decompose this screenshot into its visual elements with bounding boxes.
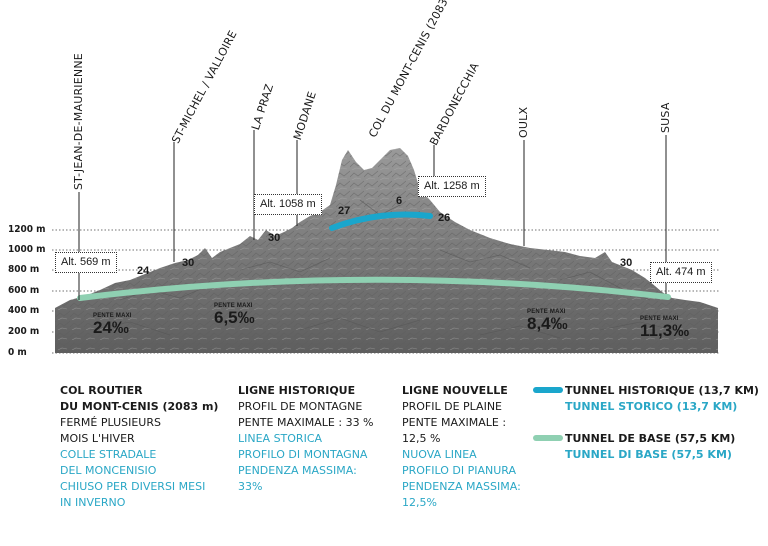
- max-gradient-modane: PENTE MAXI 6,5‰: [214, 303, 255, 326]
- pente-maxi-label: PENTE MAXI: [214, 303, 253, 309]
- col-routier-title: DU MONT-CENIS (2083 m): [60, 400, 219, 413]
- altitude-susa: Alt. 474 m: [650, 262, 712, 283]
- ligne-historique-title: LIGNE HISTORIQUE: [238, 384, 356, 397]
- pente-maxi-value: 8,4‰: [527, 314, 568, 333]
- base-tunnel-swatch: [533, 435, 563, 441]
- ligne-nouvelle-fr-text: PROFIL DE PLAINE: [402, 400, 503, 413]
- max-gradient-susa: PENTE MAXI 11,3‰: [640, 316, 689, 339]
- place-susa: SUSA: [659, 102, 672, 133]
- ligne-historique-it-text: LINEA STORICA: [238, 432, 323, 445]
- place-st-jean-de-maurienne: ST-JEAN-DE-MAURIENNE: [72, 53, 85, 190]
- col-routier-it-text: CHIUSO PER DIVERSI MESI: [60, 480, 206, 493]
- ligne-nouvelle-it-text: PROFILO DI PIANURA: [402, 464, 517, 477]
- mountain-profile-diagram: [52, 130, 720, 354]
- base-tunnel-line: [77, 276, 671, 301]
- ligne-historique-it-text: PROFILO DI MONTAGNA: [238, 448, 368, 461]
- gradient-label: 30: [620, 257, 633, 269]
- col-routier-it-text: COLLE STRADALE: [60, 448, 157, 461]
- y-tick-200: 200 m: [8, 326, 40, 337]
- ligne-nouvelle-it-text: 12,5%: [402, 496, 437, 509]
- ligne-historique-it-text: 33%: [238, 480, 263, 493]
- legend-historic-it: TUNNEL STORICO (13,7 KM): [565, 400, 738, 413]
- col-routier-column: COL ROUTIER DU MONT-CENIS (2083 m) FERMÉ…: [60, 383, 218, 511]
- gradient-label: 6: [396, 195, 403, 207]
- ligne-nouvelle-it-text: NUOVA LINEA: [402, 448, 477, 461]
- legend-base-it: TUNNEL DI BASE (57,5 KM): [565, 448, 732, 461]
- mountain-silhouette: [55, 148, 718, 353]
- ligne-nouvelle-fr-text: 12,5 %: [402, 432, 441, 445]
- ligne-nouvelle-column: LIGNE NOUVELLE PROFIL DE PLAINE PENTE MA…: [402, 383, 521, 511]
- max-gradient-st-jean: PENTE MAXI 24‰: [93, 313, 132, 336]
- y-tick-1200: 1200 m: [8, 224, 46, 235]
- pente-maxi-value: 6,5‰: [214, 308, 255, 327]
- pente-maxi-label: PENTE MAXI: [640, 316, 679, 322]
- col-routier-title: COL ROUTIER: [60, 384, 143, 397]
- y-tick-800: 800 m: [8, 264, 40, 275]
- y-tick-1000: 1000 m: [8, 244, 46, 255]
- ligne-historique-column: LIGNE HISTORIQUE PROFIL DE MONTAGNE PENT…: [238, 383, 374, 495]
- gradient-label: 30: [182, 257, 195, 269]
- pente-maxi-value: 11,3‰: [640, 321, 690, 340]
- gradient-label: 24: [137, 265, 150, 277]
- ligne-historique-it-text: PENDENZA MASSIMA:: [238, 464, 357, 477]
- max-gradient-oulx: PENTE MAXI 8,4‰: [527, 309, 568, 332]
- y-tick-600: 600 m: [8, 285, 40, 296]
- legend-base-fr: TUNNEL DE BASE (57,5 KM): [565, 432, 736, 445]
- altitude-st-jean: Alt. 569 m: [55, 252, 117, 273]
- ligne-nouvelle-title: LIGNE NOUVELLE: [402, 384, 508, 397]
- gradient-label: 26: [438, 212, 451, 224]
- historic-tunnel-line: [329, 211, 433, 231]
- col-routier-fr-text: FERMÉ PLUSIEURS: [60, 416, 161, 429]
- ligne-nouvelle-it-text: PENDENZA MASSIMA:: [402, 480, 521, 493]
- col-routier-it-text: DEL MONCENISIO: [60, 464, 157, 477]
- ligne-nouvelle-fr-text: PENTE MAXIMALE :: [402, 416, 507, 429]
- ligne-historique-fr-text: PENTE MAXIMALE : 33 %: [238, 416, 374, 429]
- col-routier-fr-text: MOIS L'HIVER: [60, 432, 135, 445]
- pente-maxi-label: PENTE MAXI: [527, 309, 566, 315]
- pente-maxi-label: PENTE MAXI: [93, 313, 132, 319]
- y-tick-400: 400 m: [8, 305, 40, 316]
- y-tick-0: 0 m: [8, 347, 27, 358]
- legend-historic-fr: TUNNEL HISTORIQUE (13,7 KM): [565, 384, 759, 397]
- gradient-label: 27: [338, 205, 351, 217]
- place-oulx: OULX: [517, 106, 530, 138]
- altitude-bardonecchia: Alt. 1258 m: [418, 176, 486, 197]
- historic-tunnel-swatch: [533, 387, 563, 393]
- ligne-historique-fr-text: PROFIL DE MONTAGNE: [238, 400, 363, 413]
- altitude-modane: Alt. 1058 m: [254, 194, 322, 215]
- pente-maxi-value: 24‰: [93, 318, 129, 337]
- col-routier-it-text: IN INVERNO: [60, 496, 126, 509]
- gradient-label: 30: [268, 232, 281, 244]
